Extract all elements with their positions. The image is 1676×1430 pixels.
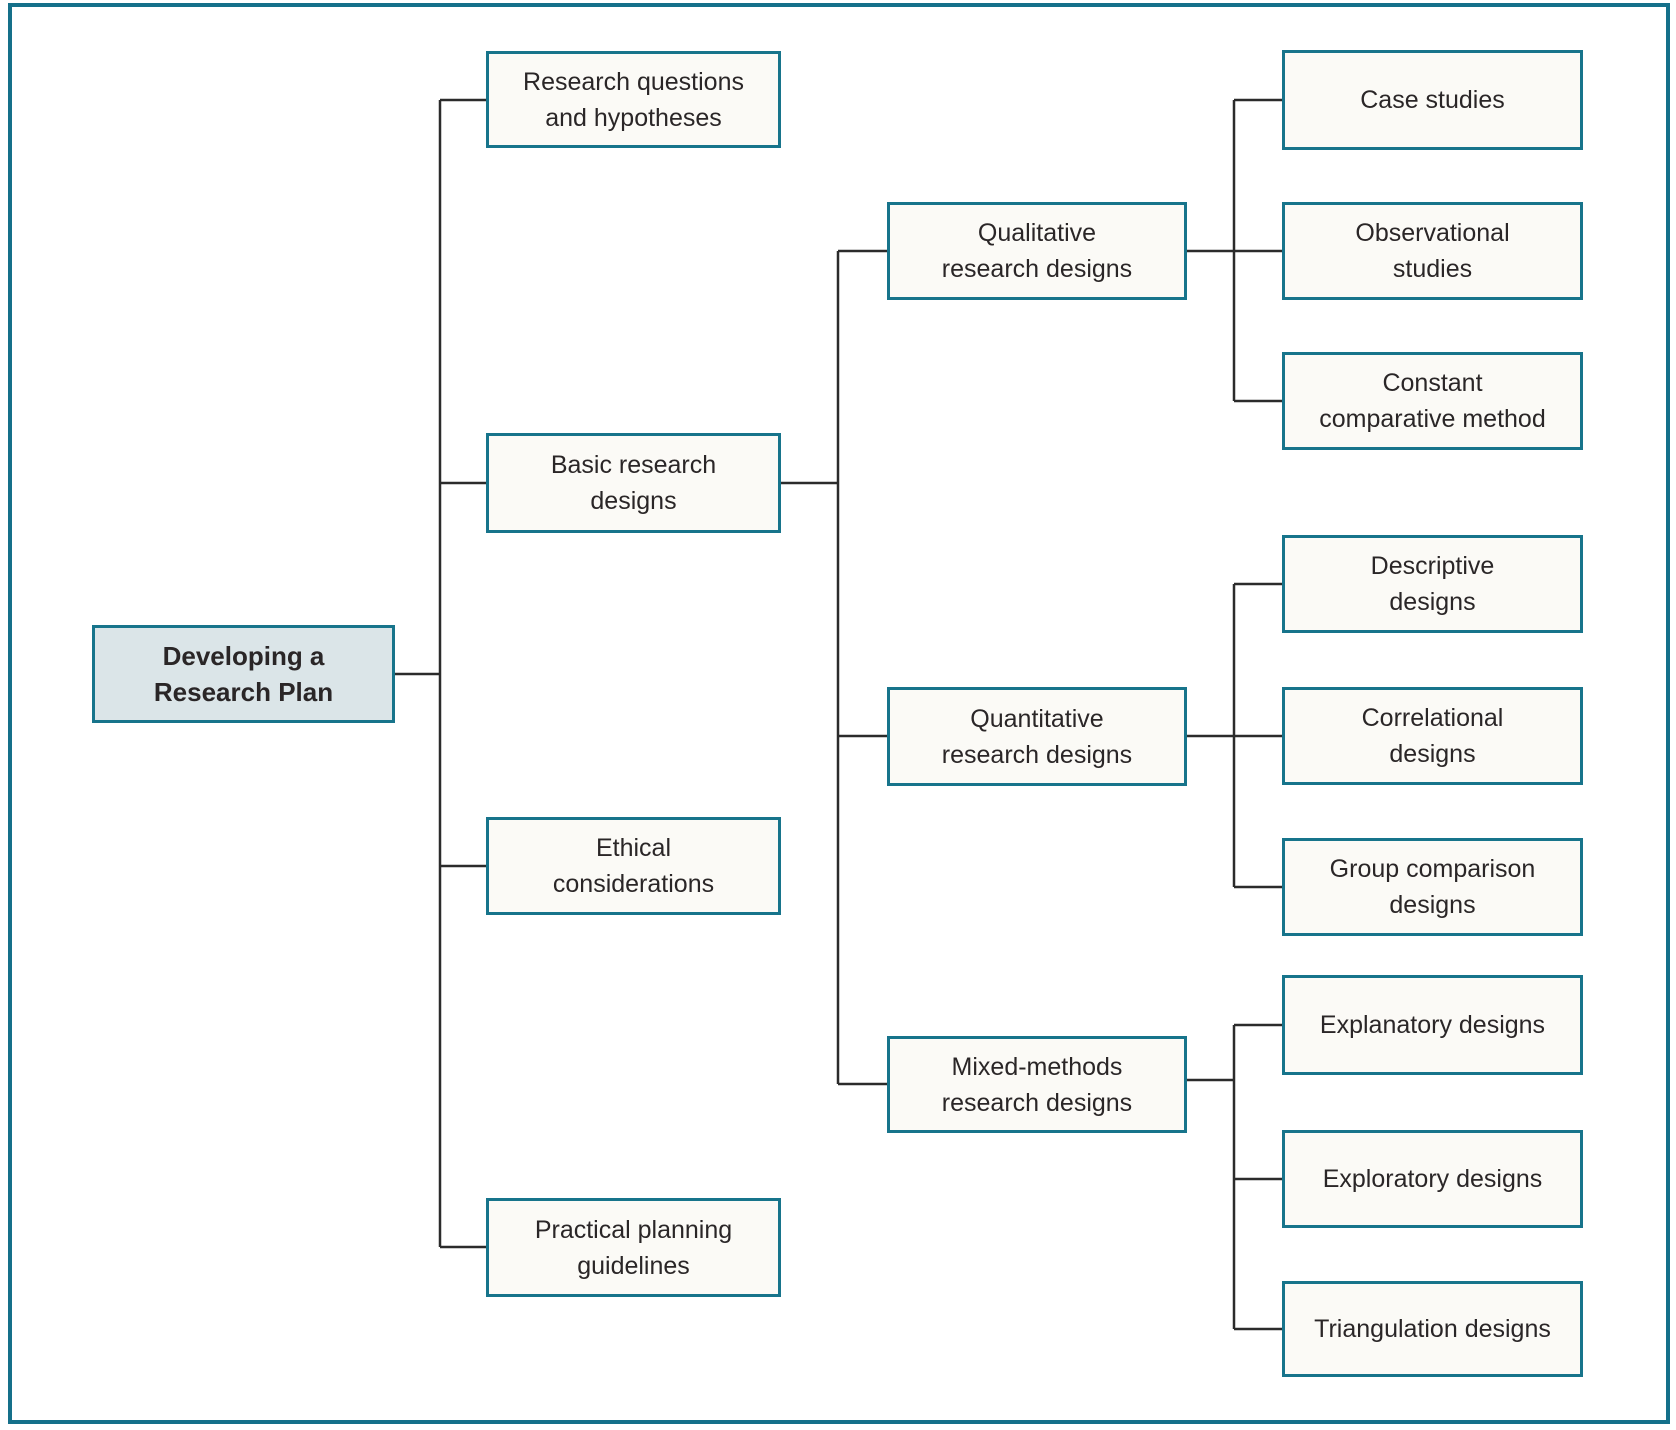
edge-root-to-level1 bbox=[395, 98, 486, 1249]
node-correlational-designs: Correlational designs bbox=[1282, 687, 1583, 785]
node-ethical-considerations: Ethical considerations bbox=[486, 817, 781, 915]
node-descriptive-designs: Descriptive designs bbox=[1282, 535, 1583, 633]
node-constant-comparative-method: Constant comparative method bbox=[1282, 352, 1583, 450]
node-explanatory-designs: Explanatory designs bbox=[1282, 975, 1583, 1075]
node-practical-planning-guidelines: Practical planning guidelines bbox=[486, 1198, 781, 1297]
node-quantitative-research-designs: Quantitative research designs bbox=[887, 687, 1187, 786]
node-mixed-methods-research-designs: Mixed-methods research designs bbox=[887, 1036, 1187, 1133]
node-triangulation-designs: Triangulation designs bbox=[1282, 1281, 1583, 1377]
edge-mixed-to-children bbox=[1187, 1023, 1282, 1331]
node-basic-research-designs: Basic research designs bbox=[486, 433, 781, 533]
edge-qualitative-to-children bbox=[1187, 98, 1282, 403]
node-group-comparison-designs: Group comparison designs bbox=[1282, 838, 1583, 936]
node-observational-studies: Observational studies bbox=[1282, 202, 1583, 300]
node-developing-a-research-plan: Developing a Research Plan bbox=[92, 625, 395, 723]
node-research-questions-and-hypotheses: Research questions and hypotheses bbox=[486, 51, 781, 148]
node-case-studies: Case studies bbox=[1282, 50, 1583, 150]
edge-quantitative-to-children bbox=[1187, 582, 1282, 889]
node-exploratory-designs: Exploratory designs bbox=[1282, 1130, 1583, 1228]
node-qualitative-research-designs: Qualitative research designs bbox=[887, 202, 1187, 300]
edge-basic-to-level2 bbox=[781, 249, 887, 1086]
